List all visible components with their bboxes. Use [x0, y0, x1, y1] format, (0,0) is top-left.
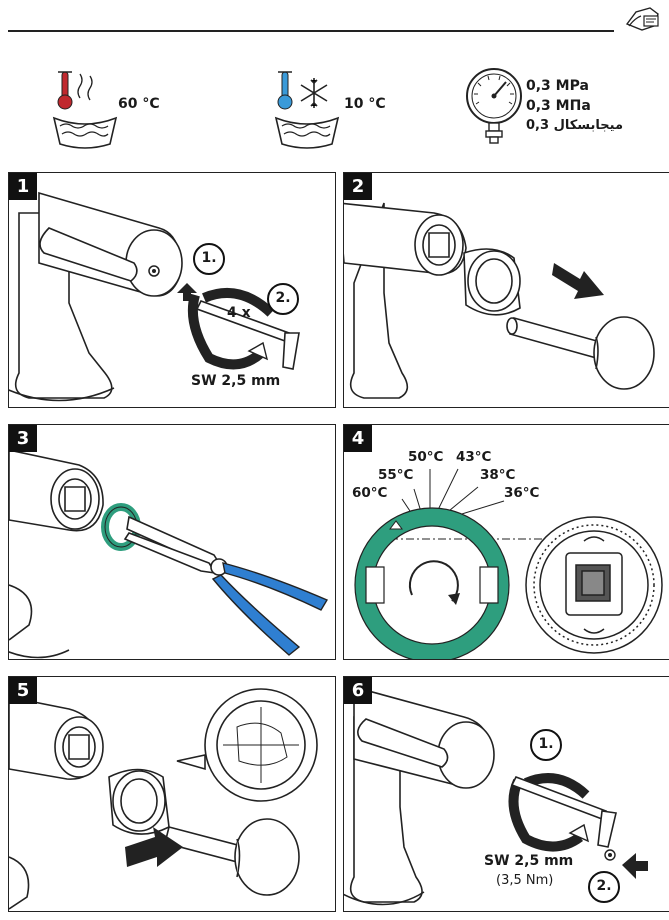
pull-arrow-icon — [552, 263, 604, 299]
remove-handle-illustration — [344, 202, 655, 399]
cartridge-top-view — [525, 516, 663, 654]
step-2-bubble: 2. — [267, 283, 299, 315]
header-rule — [8, 30, 614, 32]
temp-mark-60: 60°C — [352, 485, 388, 501]
step-3-panel: 3 — [8, 424, 336, 660]
turns-label: 4 x — [227, 305, 251, 321]
torque-label: (3,5 Nm) — [496, 873, 554, 888]
temp-mark-36: 36°C — [504, 485, 540, 501]
pressure-line-2: 0,3 МПа — [526, 98, 591, 114]
push-arrow-icon — [622, 853, 648, 879]
step-1-panel: 1 1. 2. 4 x SW 2,5 mm — [8, 172, 336, 408]
screw-icon — [604, 849, 616, 861]
temp-mark-38: 38°C — [480, 467, 516, 483]
step-6-panel: 6 1. 2. SW 2,5 mm (3,5 Nm) — [343, 676, 669, 912]
rotate-arrow-icon — [408, 560, 459, 602]
hex-key-icon — [510, 775, 617, 848]
tighten-screw-illustration — [344, 685, 648, 906]
temp-mark-55: 55°C — [378, 467, 414, 483]
step-number: 3 — [9, 425, 37, 452]
step-number: 5 — [9, 677, 37, 704]
cold-temp-label: 10 °C — [344, 96, 386, 112]
step-2-bubble: 2. — [588, 871, 620, 903]
temp-mark-50: 50°C — [408, 449, 444, 465]
temperature-stop-ring-diagram — [354, 468, 663, 659]
step-4-panel: 4 60°C 55°C 50°C 43°C 38°C 36°C — [343, 424, 669, 660]
push-arrow-icon — [125, 827, 183, 867]
step-2-panel: 2 — [343, 172, 669, 408]
pressure-line-1: 0,3 MPa — [526, 78, 589, 94]
green-stop-ring — [354, 507, 510, 659]
pressure-line-3: 0,3 میجابسکال — [526, 118, 623, 133]
manual-hand-icon — [625, 7, 659, 31]
hex-key-icon — [195, 300, 300, 370]
snowflake-icon — [300, 78, 328, 108]
step-1-bubble: 1. — [530, 729, 562, 761]
wrench-size-label: SW 2,5 mm — [191, 373, 281, 389]
hot-water-icon — [52, 71, 118, 149]
reinstall-handle-illustration — [9, 688, 318, 910]
step-number: 1 — [9, 173, 37, 200]
step-5-panel: 5 — [8, 676, 336, 912]
hot-temp-label: 60 °C — [118, 96, 160, 112]
zoom-detail-crosshair — [223, 707, 299, 783]
wrench-size-label: SW 2,5 mm — [484, 853, 574, 869]
pliers-icon — [123, 515, 228, 576]
faucet-handle-removal-illustration — [9, 191, 300, 402]
temp-mark-43: 43°C — [456, 449, 492, 465]
specs-row: 60 °C 10 °C 0,3 MPa 0,3 МПа 0,3 میجابسکا… — [0, 60, 669, 160]
cold-water-icon — [274, 71, 340, 149]
step-1-bubble: 1. — [193, 243, 225, 275]
step-number: 2 — [344, 173, 372, 200]
step-number: 6 — [344, 677, 372, 704]
push-arrow-icon — [177, 283, 197, 301]
step-number: 4 — [344, 425, 372, 452]
remove-stop-ring-illustration — [9, 449, 329, 659]
pressure-gauge-icon — [466, 68, 522, 144]
